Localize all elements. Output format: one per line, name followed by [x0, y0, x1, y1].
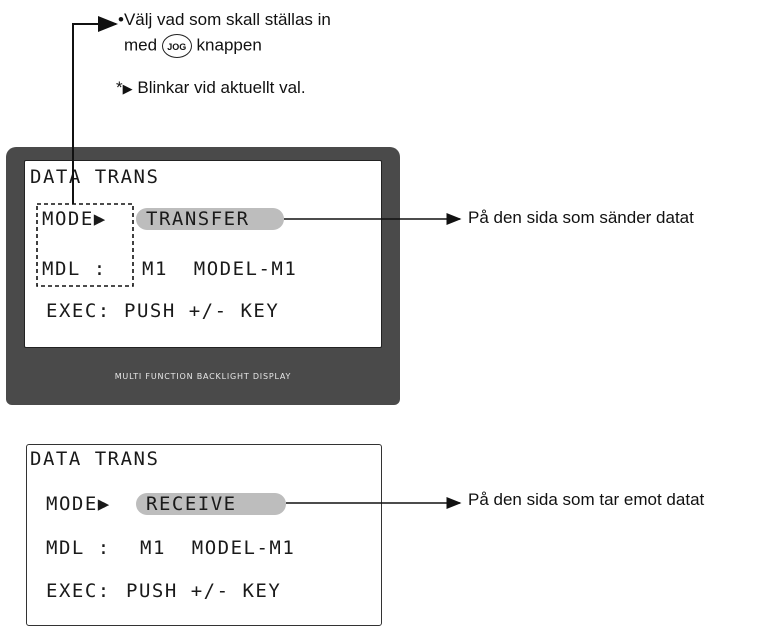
bezel-caption: MULTI FUNCTION BACKLIGHT DISPLAY	[114, 372, 292, 381]
screen1-mdl-label: MDL :	[42, 258, 107, 280]
lcd-screen-transfer	[24, 160, 382, 348]
screen1-title: DATA TRANS	[30, 166, 160, 188]
screen1-mdl-value: M1 MODEL-M1	[142, 258, 298, 280]
screen2-mode-label: MODE▶	[46, 493, 111, 515]
screen2-mode-highlight: RECEIVE	[136, 493, 286, 515]
blink-star: *	[116, 78, 123, 97]
screen2-mode-value: RECEIVE	[146, 493, 237, 515]
transfer-note: På den sida som sänder datat	[468, 208, 694, 227]
screen1-mode-highlight: TRANSFER	[136, 208, 284, 230]
blink-arrow-icon: ▶	[122, 81, 133, 96]
screen2-mdl-label: MDL :	[46, 537, 111, 559]
screen1-mode-value: TRANSFER	[146, 208, 250, 230]
select-instruction-line2: med JOG knappen	[124, 34, 262, 58]
blink-note: *▶ Blinkar vid aktuellt val.	[116, 78, 306, 99]
lcd-screen-receive	[26, 444, 382, 626]
screen1-exec-label: EXEC:	[46, 300, 111, 322]
screen1-mode-label: MODE▶	[42, 208, 107, 230]
screen2-exec-value: PUSH +/- KEY	[126, 580, 282, 602]
screen2-mdl-value: M1 MODEL-M1	[140, 537, 296, 559]
selection-dashed-box	[36, 203, 134, 287]
screen1-exec-value: PUSH +/- KEY	[124, 300, 280, 322]
select-instruction-prefix: med	[124, 35, 158, 55]
jog-leader-line	[72, 16, 118, 204]
receive-note: På den sida som tar emot datat	[468, 490, 705, 509]
screen2-exec-label: EXEC:	[46, 580, 111, 602]
jog-button-icon: JOG	[161, 34, 192, 58]
screen2-title: DATA TRANS	[30, 448, 160, 470]
select-instruction-line1: •Välj vad som skall ställas in	[118, 10, 331, 29]
blink-note-text: Blinkar vid aktuellt val.	[137, 78, 306, 97]
select-instruction-suffix: knappen	[196, 35, 262, 55]
